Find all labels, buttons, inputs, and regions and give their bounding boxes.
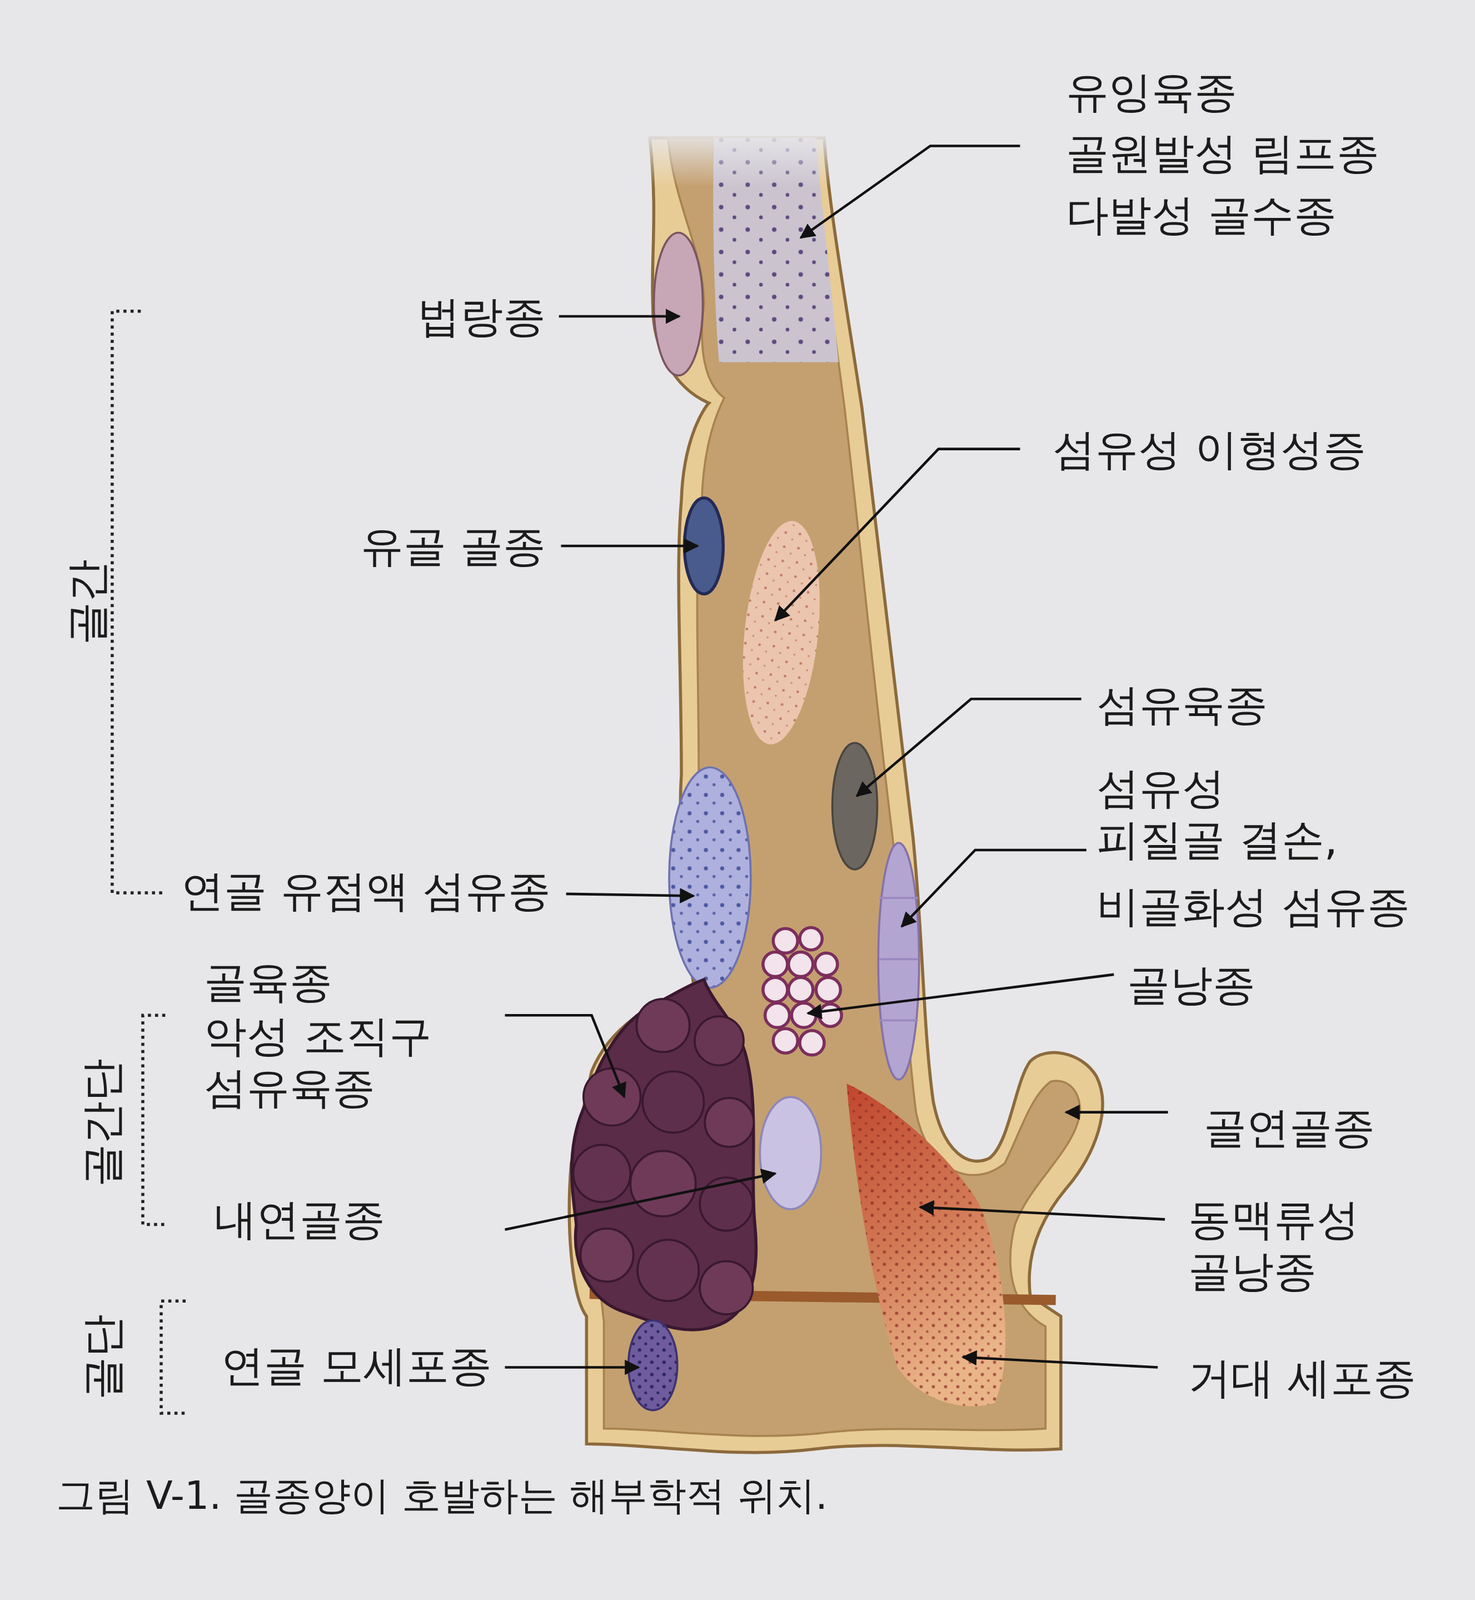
figure-caption: 그림 V-1. 골종양이 호발하는 해부학적 위치.: [56, 1471, 828, 1519]
region-label: 골단: [76, 1313, 128, 1400]
bone-cyst-cluster: [763, 927, 842, 1055]
enchondroma-shape: [759, 1096, 821, 1209]
tumor-label: 골낭종: [1127, 958, 1256, 1011]
region-brackets: [112, 311, 186, 1413]
medullary-cavity: [598, 137, 1080, 1436]
tumor-label: 동맥류성 골낭종: [1188, 1193, 1382, 1297]
top-fade: [611, 130, 877, 187]
chondromyxoid-fibroma-shape: [669, 766, 751, 988]
region-label: 골간단: [76, 1057, 128, 1187]
tumor-label: 법랑종: [417, 290, 546, 343]
fibrous-dysplasia-shape: [733, 516, 830, 748]
tumor-label: 골원발성 림프종: [1065, 127, 1380, 179]
adamantinoma-shape: [653, 232, 703, 376]
tumor-label: 유잉육종: [1065, 66, 1238, 118]
bone-cortex: [569, 137, 1103, 1453]
tumor-label: 연골 유점액 섬유종: [181, 864, 551, 917]
tumor-label: 비골화성 섬유종: [1096, 880, 1410, 933]
tumor-label: 유골 골종: [360, 520, 546, 572]
tumor-label: 골연골종: [1203, 1101, 1375, 1154]
tumor-label: 거대 세포종: [1188, 1351, 1417, 1404]
tumor-label: 내연골종: [213, 1193, 386, 1245]
leader-lines: [505, 145, 1169, 1367]
region-label: 골간: [61, 559, 113, 645]
tumor-label: 골육종: [203, 955, 333, 1008]
tumor-label: 섬유성 이형성증: [1052, 423, 1367, 476]
tumor-label: 연골 모세포종: [221, 1339, 492, 1392]
fibrosarcoma-shape: [832, 742, 878, 870]
tumor-label: 악성 조직구 섬유육종: [203, 1009, 445, 1113]
chondroblastoma-shape: [628, 1319, 678, 1410]
tumor-label: 다발성 골수종: [1065, 188, 1337, 241]
cortical-defect-shape: [878, 842, 919, 1080]
tumor-label: 섬유육종: [1096, 678, 1268, 731]
tumor-label: 섬유성 피질골 결손,: [1096, 761, 1354, 865]
